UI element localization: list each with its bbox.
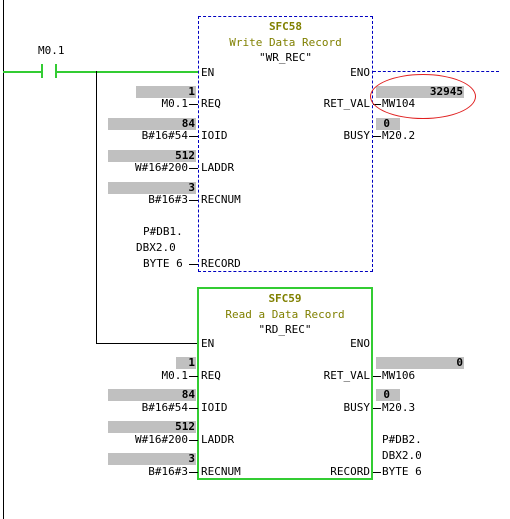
sfc58-ioid-operand[interactable]: B#16#54: [141, 129, 188, 142]
sfc58-busy-status-bg: [376, 118, 400, 130]
sfc58-req-operand[interactable]: M0.1: [161, 97, 189, 110]
rung-wire-to-sfc59: [96, 343, 198, 344]
sfc59-ioid-wire: [189, 408, 198, 409]
sfc59-laddr-status-bg: [108, 421, 196, 433]
sfc59-req-wire: [189, 376, 198, 377]
sfc59-ret-val-operand[interactable]: MW106: [382, 369, 416, 382]
sfc58-title: Write Data Record: [229, 36, 342, 49]
sfc58-block[interactable]: [198, 16, 373, 272]
sfc59-number: SFC59: [268, 292, 302, 305]
sfc58-req-status-bg: [136, 86, 196, 98]
left-power-rail: [3, 0, 4, 519]
sfc58-pin-eno: ENO: [350, 66, 370, 79]
sfc59-title: Read a Data Record: [225, 308, 345, 321]
sfc59-recnum-status-bg: [108, 453, 196, 465]
sfc58-pin-record: RECORD: [201, 257, 241, 270]
sfc59-record-wire: [373, 472, 381, 473]
sfc59-req-status-value: 1: [188, 356, 195, 369]
sfc58-pin-recnum: RECNUM: [201, 193, 241, 206]
sfc58-recnum-operand[interactable]: B#16#3: [148, 193, 188, 206]
sfc58-record-operand-line1[interactable]: P#DB1.: [143, 225, 183, 238]
contact-left-bar[interactable]: [41, 64, 43, 78]
sfc59-pin-busy: BUSY: [343, 401, 371, 414]
sfc58-record-wire: [189, 264, 198, 265]
sfc58-ioid-status-value: 84: [181, 117, 195, 130]
sfc58-pin-busy: BUSY: [343, 129, 371, 142]
sfc58-record-operand-line3[interactable]: BYTE 6: [143, 257, 183, 270]
sfc58-eno-wire: [373, 71, 499, 72]
sfc58-pin-ret-val: RET_VAL: [323, 97, 370, 110]
sfc59-busy-wire: [373, 408, 381, 409]
sfc58-busy-operand[interactable]: M20.2: [382, 129, 416, 142]
sfc58-pin-laddr: LADDR: [201, 161, 235, 174]
sfc58-call-name: "WR_REC": [259, 51, 312, 64]
sfc59-ret-val-wire: [373, 376, 381, 377]
sfc59-busy-status-bg: [376, 389, 400, 401]
sfc59-busy-operand[interactable]: M20.3: [382, 401, 416, 414]
sfc58-laddr-operand[interactable]: W#16#200: [135, 161, 188, 174]
sfc58-record-operand-line2[interactable]: DBX2.0: [136, 241, 176, 254]
sfc59-ret-val-status-bg: [376, 357, 464, 369]
sfc59-ret-val-status-value: 0: [456, 356, 463, 369]
sfc59-ioid-status-bg: [108, 389, 196, 401]
branch-wire: [96, 71, 97, 344]
rung-wire-to-sfc58: [57, 71, 198, 73]
sfc59-laddr-wire: [189, 440, 198, 441]
sfc59-pin-en: EN: [201, 337, 215, 350]
sfc58-busy-wire: [373, 136, 381, 137]
sfc58-pin-req: REQ: [201, 97, 221, 110]
sfc58-laddr-wire: [189, 168, 198, 169]
sfc58-ioid-status-bg: [108, 118, 196, 130]
sfc59-pin-recnum: RECNUM: [201, 465, 241, 478]
highlight-circle: [370, 74, 476, 119]
sfc58-number: SFC58: [268, 20, 303, 33]
sfc59-block[interactable]: [197, 287, 373, 480]
sfc58-ioid-wire: [189, 136, 198, 137]
sfc59-ioid-status-value: 84: [181, 388, 195, 401]
sfc59-pin-ioid: IOID: [201, 401, 228, 414]
sfc58-laddr-status-value: 512: [175, 149, 195, 162]
sfc59-call-name: "RD_REC": [258, 323, 312, 336]
sfc58-recnum-status-bg: [108, 182, 196, 194]
sfc59-record-operand-line2[interactable]: DBX2.0: [382, 449, 422, 462]
sfc59-recnum-operand[interactable]: B#16#3: [148, 465, 188, 478]
sfc59-req-status-bg: [176, 357, 196, 369]
sfc59-pin-req: REQ: [201, 369, 221, 382]
sfc58-pin-en: EN: [201, 66, 215, 79]
sfc59-ioid-operand[interactable]: B#16#54: [141, 401, 188, 414]
sfc58-recnum-status-value: 3: [188, 181, 195, 194]
sfc59-busy-status-value: 0: [383, 388, 390, 401]
contact-label[interactable]: M0.1: [38, 44, 65, 57]
sfc58-laddr-status-bg: [108, 150, 196, 162]
contact-right-bar[interactable]: [55, 64, 57, 78]
sfc59-pin-ret-val: RET_VAL: [323, 369, 370, 382]
sfc58-req-status-value: 1: [188, 85, 195, 98]
sfc59-record-operand-line1[interactable]: P#DB2.: [382, 433, 422, 446]
sfc58-pin-ioid: IOID: [201, 129, 228, 142]
sfc59-req-operand[interactable]: M0.1: [161, 369, 189, 382]
sfc59-pin-eno: ENO: [350, 337, 370, 350]
sfc59-recnum-wire: [189, 472, 198, 473]
sfc59-recnum-status-value: 3: [188, 452, 195, 465]
sfc59-pin-record: RECORD: [330, 465, 370, 478]
sfc58-req-wire: [189, 104, 198, 105]
sfc58-busy-status-value: 0: [383, 117, 390, 130]
rung-wire-to-contact: [3, 71, 41, 73]
sfc59-record-operand-line3[interactable]: BYTE 6: [382, 465, 422, 478]
sfc58-recnum-wire: [189, 200, 198, 201]
sfc59-laddr-status-value: 512: [175, 420, 195, 433]
sfc59-pin-laddr: LADDR: [201, 433, 235, 446]
sfc59-laddr-operand[interactable]: W#16#200: [135, 433, 188, 446]
